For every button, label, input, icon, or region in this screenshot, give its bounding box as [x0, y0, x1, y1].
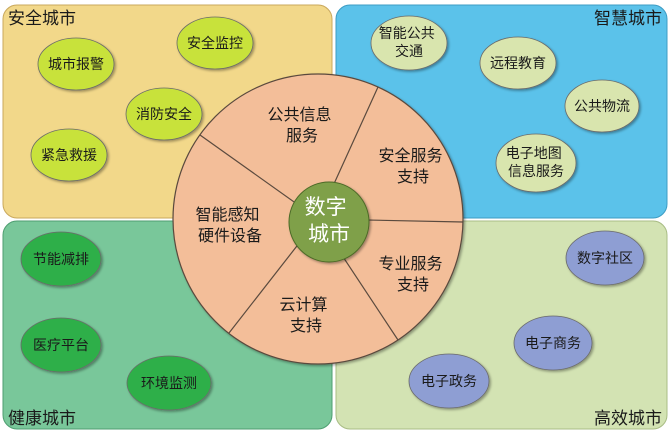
oval-digital-community	[565, 230, 645, 286]
oval-label: 安全监控	[187, 35, 243, 52]
oval-e-government	[408, 353, 490, 409]
oval-label: 节能减排	[33, 252, 89, 268]
oval-label: 电子商务	[525, 336, 581, 352]
oval-public-logistics	[564, 79, 640, 133]
oval-label: 环境监测	[141, 376, 197, 392]
oval-label: 城市报警	[48, 56, 104, 73]
oval-label: 医疗平台	[33, 338, 89, 354]
center-hub	[288, 181, 370, 263]
quadrant-title-safe-city: 安全城市	[8, 9, 76, 29]
segment-professional-service-support: 专业服务 支持	[378, 254, 447, 294]
oval-emergency-rescue	[30, 128, 108, 182]
oval-label: 紧急救援	[41, 148, 97, 164]
quadrant-title-healthy-city: 健康城市	[8, 409, 76, 429]
oval-label: 远程教育	[490, 56, 546, 72]
oval-energy-saving	[20, 231, 102, 287]
oval-environment-monitoring	[126, 355, 212, 411]
oval-smart-public-transport	[370, 15, 448, 71]
oval-label: 电子地图 信息服务	[506, 146, 566, 180]
oval-e-map-info-service	[495, 133, 577, 193]
oval-label: 数字社区	[577, 251, 633, 267]
segment-security-service-support: 安全服务 支持	[378, 146, 447, 186]
oval-remote-education	[479, 36, 557, 90]
segment-smart-sensing-hardware: 智能感知 硬件设备	[195, 205, 264, 245]
segment-cloud-computing-support: 云计算 支持	[279, 295, 332, 335]
oval-label: 消防安全	[136, 106, 192, 123]
oval-fire-safety	[125, 87, 203, 141]
oval-security-monitoring	[176, 16, 254, 70]
oval-city-alarm	[37, 37, 115, 91]
quadrant-title-smart-city: 智慧城市	[594, 9, 662, 29]
oval-medical-platform	[20, 317, 102, 373]
oval-label: 智能公共 交通	[379, 26, 439, 60]
oval-label: 公共物流	[574, 99, 630, 115]
oval-e-commerce	[513, 315, 593, 371]
quadrant-title-efficient-city: 高效城市	[594, 409, 662, 429]
segment-public-info-service: 公共信息 服务	[267, 105, 336, 145]
oval-label: 电子政务	[421, 374, 477, 390]
center-label-digital-city: 数字 城市	[305, 195, 354, 246]
